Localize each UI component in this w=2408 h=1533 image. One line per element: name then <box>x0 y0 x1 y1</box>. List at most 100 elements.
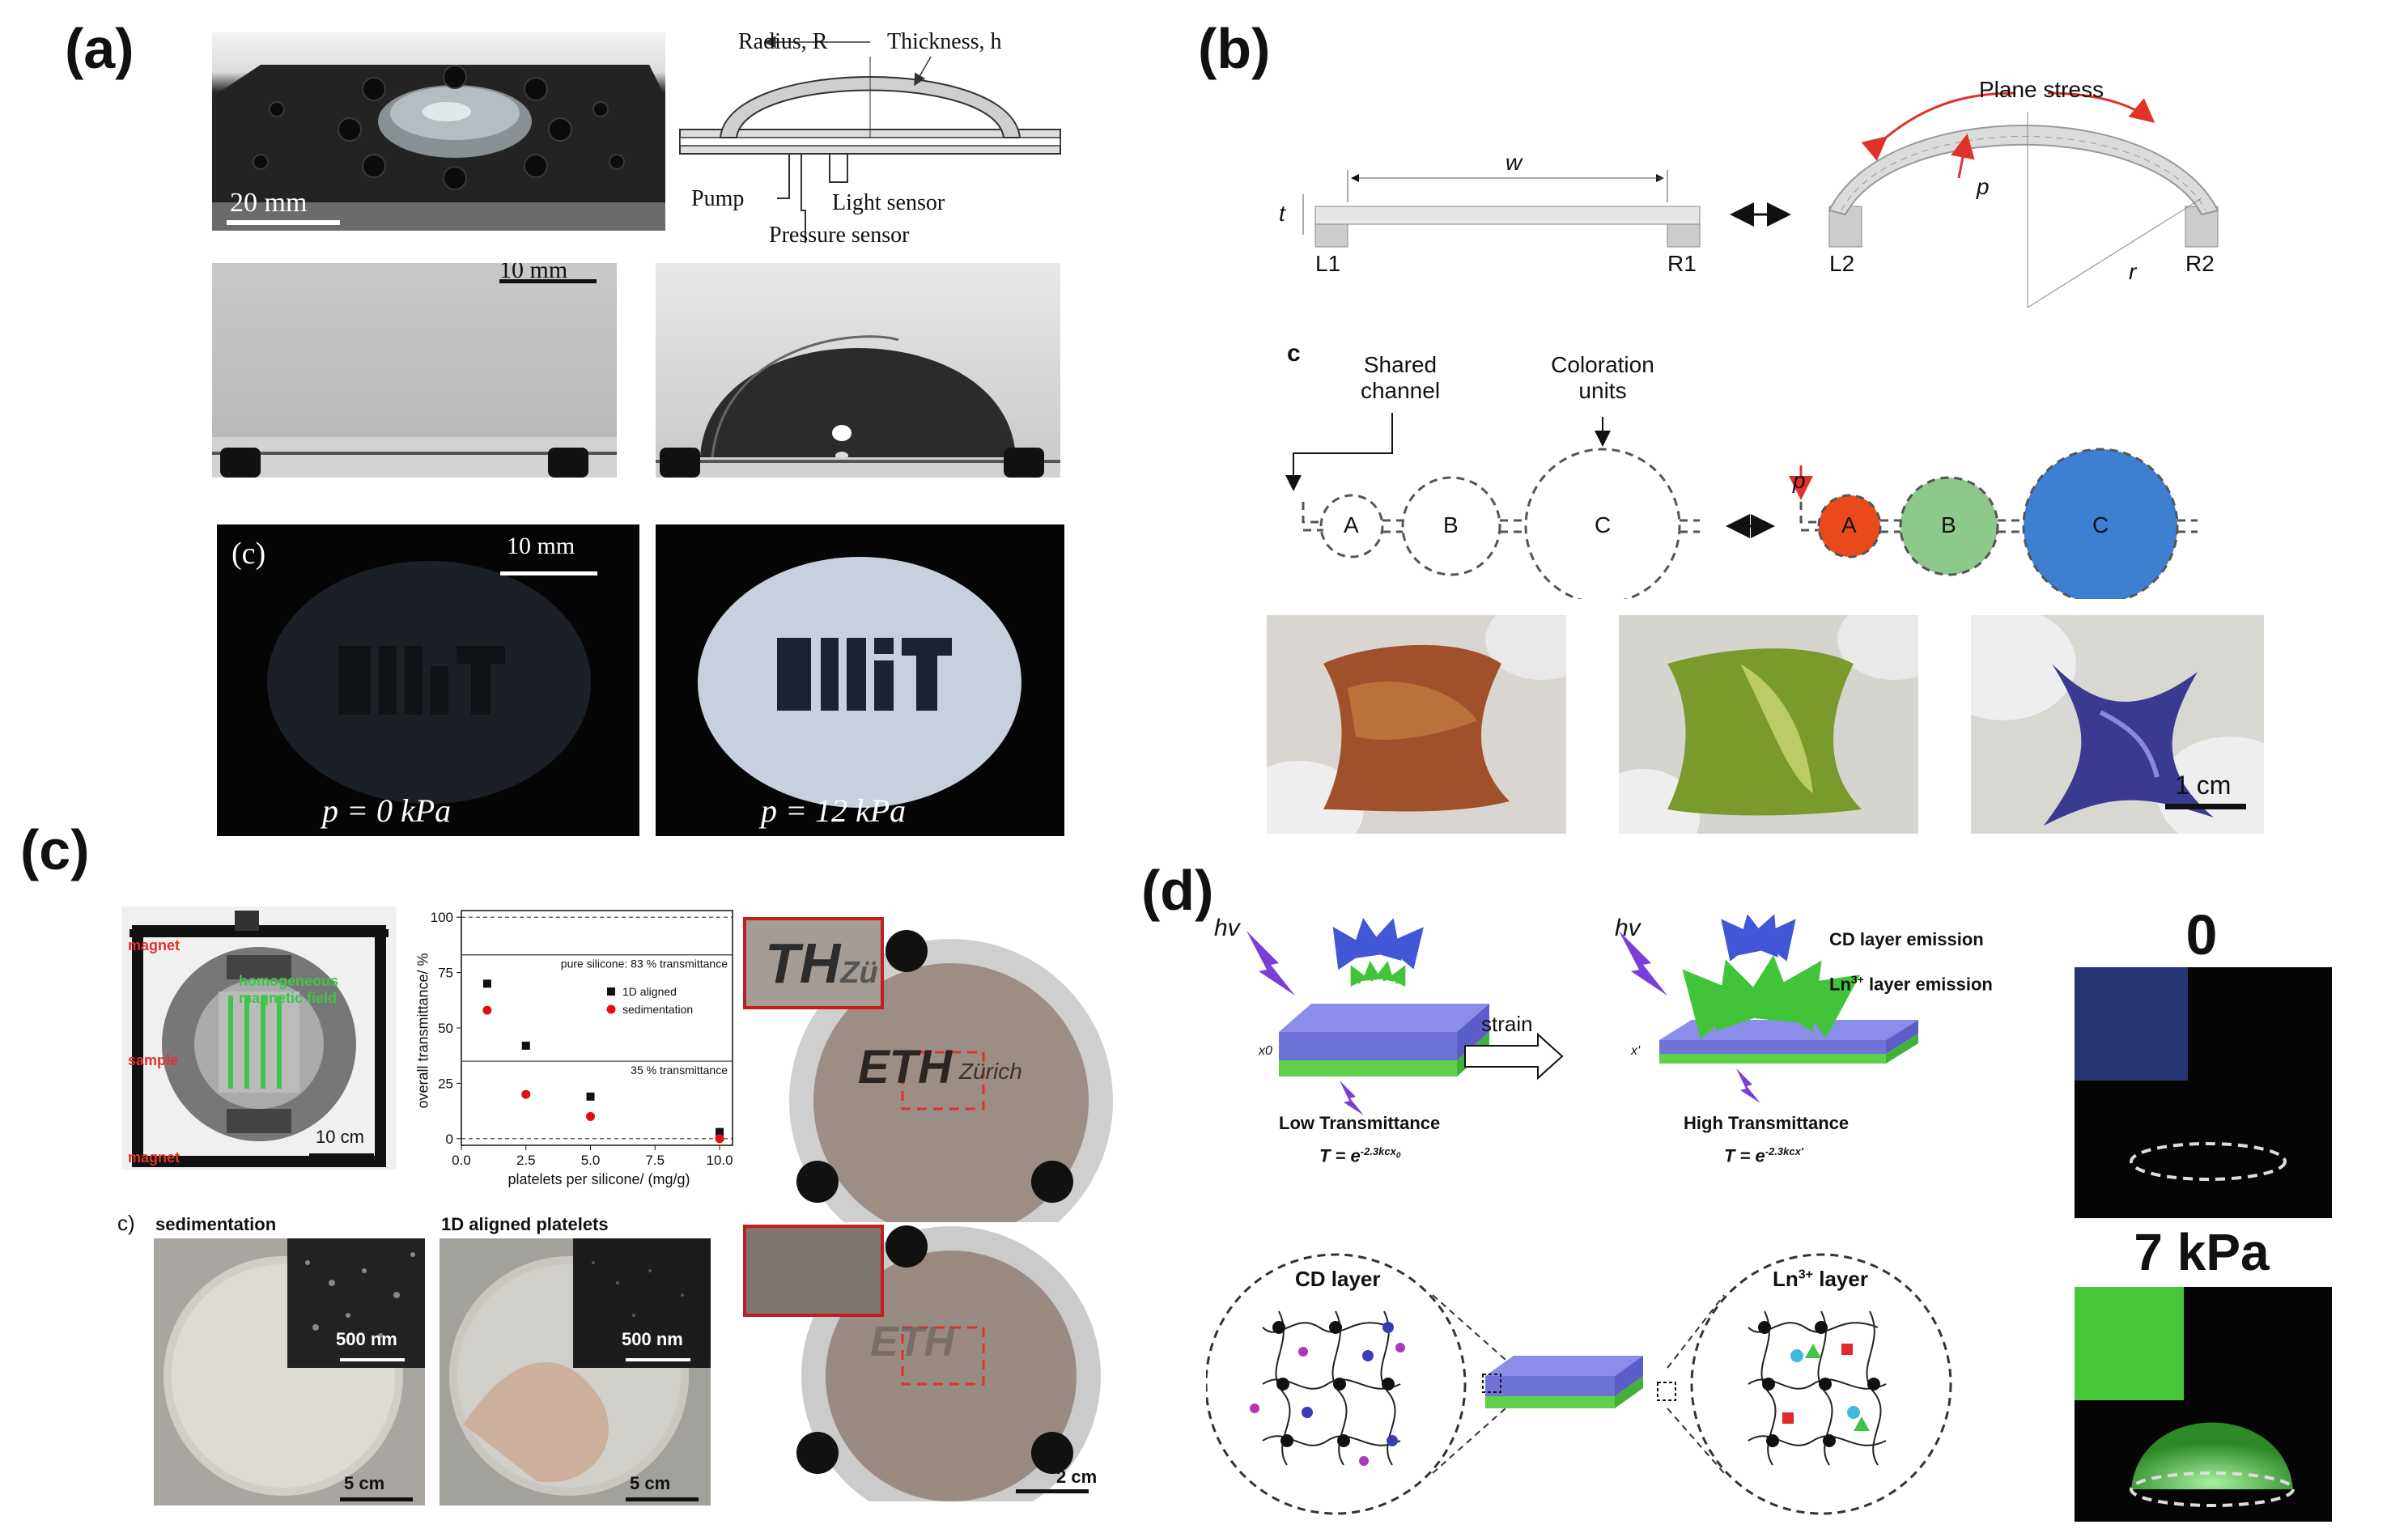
pressure-label: p <box>1977 174 1990 199</box>
panel-label-d: (d) <box>1141 859 1214 922</box>
r1-label: R1 <box>1667 251 1697 276</box>
cd-emission-label: CD layer emission <box>1829 929 1984 949</box>
film-photo-blue: 1 cm <box>1971 615 2264 834</box>
aligned-photo: 500 nm 5 cm <box>440 1238 711 1505</box>
data-point-aligned <box>586 1092 595 1101</box>
scale-label: 5 cm <box>630 1473 671 1493</box>
high-transmittance-label: High Transmittance <box>1684 1113 1850 1133</box>
panel-label-c: (c) <box>20 818 90 881</box>
y-tick-label: 100 <box>431 910 453 925</box>
aligned-title: 1D aligned platelets <box>441 1214 609 1234</box>
unit-a-label: A <box>1344 512 1359 537</box>
reference-line-label: 35 % transmittance <box>631 1064 728 1076</box>
scale-label: 10 cm <box>316 1127 364 1147</box>
scale-label: 5 cm <box>344 1473 385 1493</box>
scale-label: 2 cm <box>1056 1467 1098 1487</box>
radius-label: Radius, R <box>738 29 828 54</box>
unit-b-label: B <box>1443 512 1459 537</box>
panel-label-a: (a) <box>65 17 134 80</box>
mit-photo-12kpa: p = 12 kPa <box>656 524 1064 836</box>
plane-stress-label: Plane stress <box>1979 77 2104 102</box>
data-point-sedimentation <box>586 1111 596 1121</box>
sub-label-c: c) <box>117 1211 135 1235</box>
scale-label: 10 mm <box>499 263 568 283</box>
mit-photo-0kpa: (c) 10 mm p = 0 kPa <box>217 524 639 836</box>
data-point-sedimentation <box>715 1134 724 1144</box>
light-sensor-label: Light sensor <box>832 190 945 215</box>
unit-b-colored-label: B <box>1941 512 1956 537</box>
side-view-flat: 10 mm <box>212 263 617 478</box>
x-tick-label: 0.0 <box>452 1153 471 1168</box>
hv-label: hv <box>1214 915 1240 941</box>
emission-photo-7kpa <box>2075 1287 2332 1522</box>
pump-label: Pump <box>691 186 745 211</box>
th-zoom-text: THZü <box>765 932 878 995</box>
dome-schematic: Radius, R Thickness, h Pump Light sensor… <box>672 24 1068 251</box>
equation-high: T = e-2.3kcx' <box>1724 1145 1803 1166</box>
data-point-aligned <box>521 1041 530 1050</box>
pressure-label: p <box>1793 468 1806 493</box>
panel-label-b: (b) <box>1198 17 1271 80</box>
cd-layer-label: CD layer <box>1295 1267 1381 1291</box>
x-tick-label: 7.5 <box>645 1153 665 1168</box>
eth-logo-text: ETH <box>870 1319 954 1365</box>
reference-line-label: pure silicone: 83 % transmittance <box>561 958 728 970</box>
pressure-0-label: p = 0 kPa <box>322 792 452 829</box>
unit-c-colored-label: C <box>2092 512 2109 537</box>
magnet-bottom-label: magnet <box>128 1149 180 1166</box>
y-tick-label: 75 <box>438 966 453 981</box>
sub-label-c: c <box>1287 340 1301 367</box>
side-view-dome <box>656 263 1060 478</box>
y-tick-label: 50 <box>438 1021 453 1036</box>
x-tick-label: 10.0 <box>707 1153 733 1168</box>
radius-label: r <box>2129 259 2137 284</box>
emission-photo-0kpa <box>2075 967 2332 1218</box>
eth-photo-bottom: ETH 2 cm <box>741 1222 1113 1501</box>
unit-a-colored-label: A <box>1841 512 1857 537</box>
y-axis-label: overall transmittance/ % <box>414 953 431 1109</box>
legend-label: 1D aligned <box>622 985 677 998</box>
beam-schematic: w t L1 R1 L2 R2 Plane stress p r <box>1271 65 2266 332</box>
scale-label: 500 nm <box>622 1329 683 1349</box>
pressure-7kpa-label: 7 kPa <box>2134 1223 2270 1281</box>
xprime-label: x' <box>1631 1044 1641 1058</box>
unit-c-label: C <box>1595 512 1612 537</box>
device-photo: 20 mm <box>212 32 665 231</box>
data-point-aligned <box>716 1127 724 1136</box>
legend-marker <box>607 987 615 996</box>
data-point-sedimentation <box>521 1089 531 1099</box>
low-transmittance-label: Low Transmittance <box>1279 1113 1441 1133</box>
legend-marker <box>606 1004 616 1014</box>
transmittance-chart: pure silicone: 83 % transmittance 35 % tr… <box>405 902 745 1194</box>
sedimentation-title: sedimentation <box>155 1214 277 1234</box>
film-photo-green <box>1619 615 1918 834</box>
data-point-aligned <box>482 979 491 988</box>
sedimentation-photo: 500 nm 5 cm <box>154 1238 425 1505</box>
equation-low: T = e-2.3kcx0 <box>1319 1145 1401 1166</box>
strain-label: strain <box>1481 1012 1533 1036</box>
legend-label: sedimentation <box>622 1003 693 1016</box>
ln-layer-label: Ln3+ layer <box>1773 1267 1868 1291</box>
x-tick-label: 2.5 <box>516 1153 536 1168</box>
plot-frame <box>461 910 733 1146</box>
scale-label: 500 nm <box>336 1329 397 1349</box>
y-tick-label: 0 <box>446 1132 453 1147</box>
film-photo-red <box>1267 615 1566 834</box>
zurich-text: Zürich <box>959 1059 1022 1084</box>
eth-photo-top: THZü ETH Zürich <box>741 915 1113 1222</box>
x0-label: x0 <box>1259 1044 1272 1058</box>
l1-label: L1 <box>1315 251 1341 276</box>
data-point-sedimentation <box>482 1005 492 1015</box>
eth-logo-text: ETH <box>858 1041 952 1093</box>
sample-label: sample <box>128 1052 179 1068</box>
ln-emission-label: Ln3+ layer emission <box>1829 973 1993 995</box>
thickness-label: t <box>1279 201 1285 226</box>
x-tick-label: 5.0 <box>581 1153 601 1168</box>
y-tick-label: 25 <box>438 1076 453 1091</box>
pressure-sensor-label: Pressure sensor <box>769 223 910 248</box>
l2-label: L2 <box>1829 251 1855 276</box>
sub-label: (c) <box>231 537 266 571</box>
